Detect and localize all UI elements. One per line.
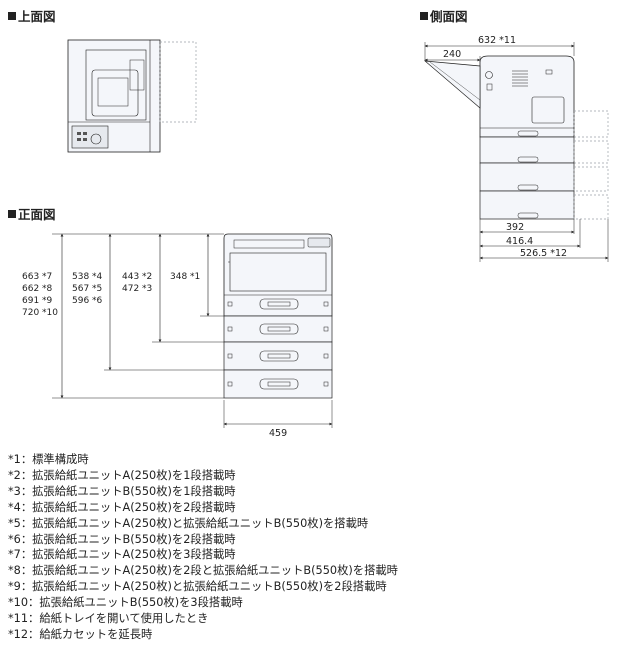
front-dim-459: 459 xyxy=(269,428,287,439)
side-dim-526: 526.5 *12 xyxy=(520,248,567,259)
footnote: *2：拡張給紙ユニットA(250枚)を1段搭載時 xyxy=(8,468,236,482)
side-view-title: 側面図 xyxy=(420,6,468,25)
front-dim-720: 720 *10 xyxy=(22,308,58,318)
side-view-drawing: 632 *11 240 392 416.4 526.5 *12 xyxy=(423,35,609,262)
dial-icon xyxy=(90,133,102,145)
footnote: *3：拡張給紙ユニットB(550枚)を1段搭載時 xyxy=(8,484,236,498)
front-dim-348: 348 *1 xyxy=(170,272,200,282)
top-view-drawing xyxy=(67,39,197,153)
front-dim-663: 663 *7 xyxy=(22,272,52,282)
footnote: *8：拡張給紙ユニットA(250枚)を2段と拡張給紙ユニットB(550枚)を搭載… xyxy=(8,564,398,578)
side-dim-416: 416.4 xyxy=(506,236,533,247)
dimension-drawings: 632 *11 240 392 416.4 526.5 *12 xyxy=(22,35,609,439)
top-view-title: 上面図 xyxy=(8,6,56,25)
footnote: *4：拡張給紙ユニットA(250枚)を2段搭載時 xyxy=(8,500,236,514)
front-view-drawing: 663 *7 662 *8 691 *9 720 *10 538 *4 567 … xyxy=(22,233,333,439)
front-dim-691: 691 *9 xyxy=(22,296,53,306)
power-icon xyxy=(485,71,493,79)
square-bullet-icon xyxy=(8,210,16,218)
front-dim-443: 443 *2 xyxy=(122,272,152,282)
footnote: *1：標準構成時 xyxy=(8,453,89,466)
front-view-title: 正面図 xyxy=(8,204,56,223)
footnote: *7：拡張給紙ユニットA(250枚)を3段搭載時 xyxy=(8,548,236,562)
side-dim-632: 632 *11 xyxy=(478,35,516,46)
front-dim-662: 662 *8 xyxy=(22,284,53,294)
side-dim-392: 392 xyxy=(506,222,524,233)
footnote: *10：拡張給紙ユニットB(550枚)を3段搭載時 xyxy=(8,596,243,610)
footnote: *11：給紙トレイを開いて使用したとき xyxy=(8,612,209,626)
side-dim-240: 240 xyxy=(443,49,461,60)
footnote: *5：拡張給紙ユニットA(250枚)と拡張給紙ユニットB(550枚)を搭載時 xyxy=(8,516,369,530)
square-bullet-icon xyxy=(420,12,428,20)
footnotes: *1：標準構成時 *2：拡張給紙ユニットA(250枚)を1段搭載時 *3：拡張給… xyxy=(8,452,608,643)
footnote: *9：拡張給紙ユニットA(250枚)と拡張給紙ユニットB(550枚)を2段搭載時 xyxy=(8,580,387,594)
front-dim-538: 538 *4 xyxy=(72,272,103,282)
footnote: *12：給紙カセットを延長時 xyxy=(8,627,153,641)
footnote: *6：拡張給紙ユニットB(550枚)を2段搭載時 xyxy=(8,532,236,546)
square-bullet-icon xyxy=(8,12,16,20)
front-dim-472: 472 *3 xyxy=(122,284,152,294)
front-dim-596: 596 *6 xyxy=(72,296,103,306)
front-dim-567: 567 *5 xyxy=(72,284,102,294)
